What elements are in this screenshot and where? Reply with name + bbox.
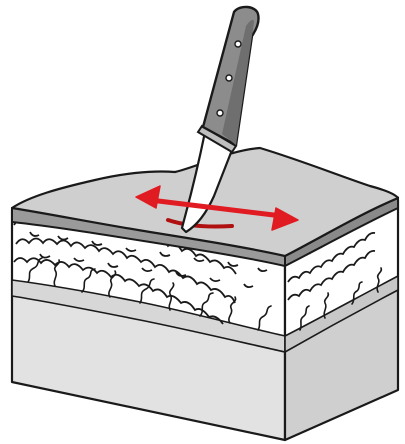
rivet-top <box>235 41 241 47</box>
rivet-middle <box>226 75 232 81</box>
rivet-bottom <box>217 110 223 116</box>
